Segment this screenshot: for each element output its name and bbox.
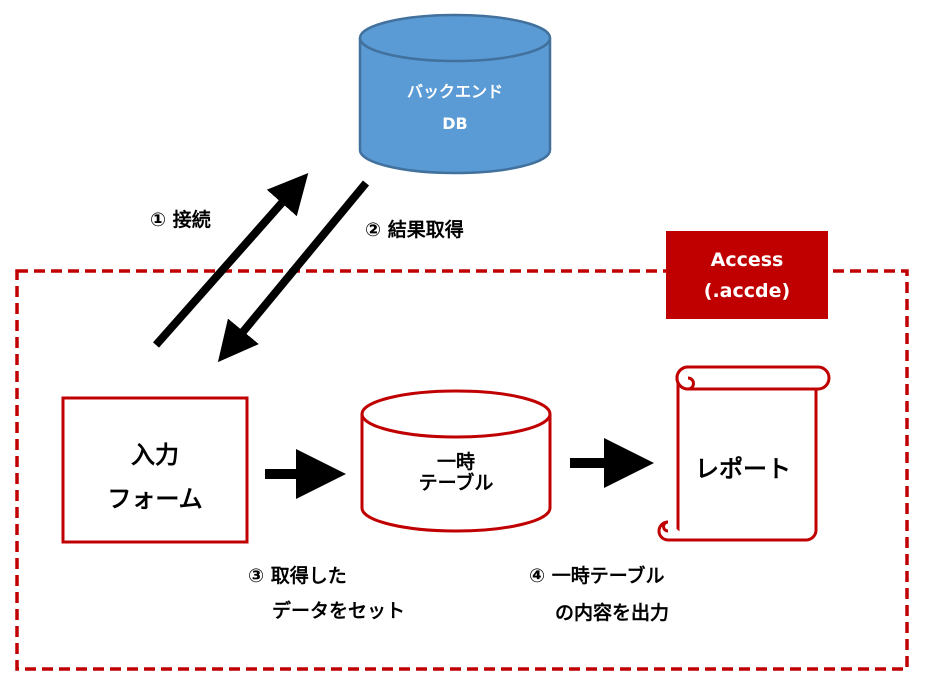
access-badge: Access (.accde)	[666, 231, 828, 319]
backend-db-sublabel: DB	[442, 114, 468, 133]
report-scroll-icon	[657, 365, 831, 542]
input-form-box	[61, 396, 249, 544]
step3-sublabel: データをセット	[272, 600, 406, 622]
input-form-sublabel: フォーム	[107, 485, 203, 513]
result-arrow	[217, 180, 370, 363]
access-boundary	[15, 269, 909, 671]
temp-table-sublabel: テーブル	[418, 472, 494, 494]
step4-label: ④ 一時テーブル	[529, 565, 665, 587]
backend-db-label: バックエンド	[406, 82, 503, 101]
access-badge-ext: (.accde)	[703, 279, 791, 302]
step1-label: ① 接続	[150, 209, 211, 231]
step2-label: ② 結果取得	[365, 219, 464, 241]
backend-db-cylinder	[358, 13, 552, 175]
step3-label: ③ 取得した	[248, 565, 347, 587]
access-badge-title: Access	[710, 248, 784, 271]
step4-sublabel: の内容を出力	[555, 602, 670, 624]
input-form-label: 入力	[131, 441, 179, 469]
report-label: レポート	[695, 455, 791, 483]
connect-arrow	[153, 173, 309, 348]
temp-table-label: 一時	[436, 451, 475, 473]
temp-table-cylinder	[360, 389, 552, 533]
